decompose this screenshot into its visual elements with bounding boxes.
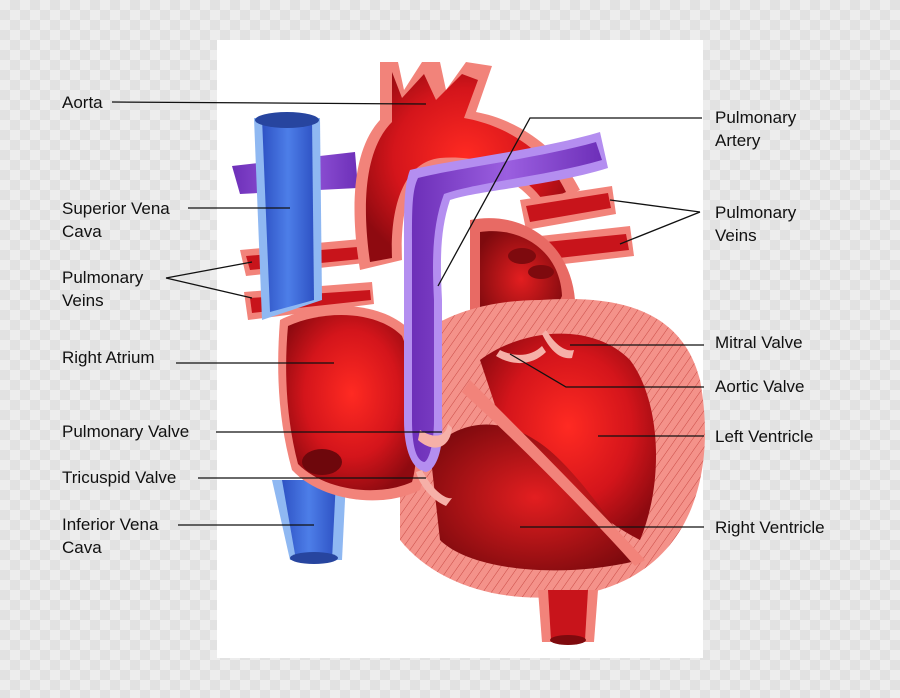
leader-aorta (111, 101, 427, 105)
leader-pulmonary-veins-left-2 (165, 277, 253, 299)
tricuspid-valve-shape (416, 470, 452, 506)
label-aortic-valve: Aortic Valve (715, 377, 805, 396)
label-pulmonary-veins-right-line2: Veins (715, 226, 757, 245)
label-pulmonary-artery-line1: Pulmonary (715, 108, 797, 127)
aortic-valve-shape (496, 346, 546, 364)
right-ventricle-cavity (430, 424, 640, 571)
label-pulmonary-veins-left-line1: Pulmonary (62, 268, 144, 287)
septum-shape (462, 380, 645, 566)
label-pulmonary-artery: Pulmonary Artery (715, 106, 796, 152)
leader-pulmonary-veins-right-2 (619, 211, 701, 245)
label-superior-vena-cava: Superior Vena Cava (62, 197, 170, 243)
leader-pulmonary-veins-left-1 (165, 261, 253, 279)
label-pulmonary-artery-line2: Artery (715, 131, 761, 150)
label-mitral-valve: Mitral Valve (715, 333, 803, 352)
label-pulmonary-valve: Pulmonary Valve (62, 422, 190, 441)
aorta-shape (354, 62, 580, 270)
right-atrium-shape (278, 306, 427, 501)
leader-lines (111, 101, 704, 528)
label-left-ventricle: Left Ventricle (715, 427, 814, 446)
mitral-valve-shape (542, 330, 574, 359)
leader-pulmonary-veins-right-1 (609, 199, 701, 213)
label-pulmonary-veins-left-line2: Veins (62, 291, 104, 310)
vena-cava-shape (254, 112, 346, 564)
label-aorta: Aorta (62, 93, 103, 112)
label-right-atrium: Right Atrium (62, 348, 155, 367)
label-inferior-vena-cava-line1: Inferior Vena (62, 515, 159, 534)
pulmonary-valve-shape (418, 424, 452, 448)
label-pulmonary-veins-left: Pulmonary Veins (62, 266, 143, 312)
label-inferior-vena-cava: Inferior Vena Cava (62, 513, 158, 559)
label-superior-vena-cava-line1: Superior Vena (62, 199, 170, 218)
leader-aortic-valve (509, 353, 704, 388)
label-pulmonary-veins-right-line1: Pulmonary (715, 203, 797, 222)
leader-pulmonary-artery (437, 117, 702, 287)
left-ventricle-cavity (480, 333, 657, 540)
label-right-ventricle: Right Ventricle (715, 518, 825, 537)
label-superior-vena-cava-line2: Cava (62, 222, 102, 241)
label-tricuspid-valve: Tricuspid Valve (62, 468, 177, 487)
label-inferior-vena-cava-line2: Cava (62, 538, 102, 557)
label-pulmonary-veins-right: Pulmonary Veins (715, 201, 796, 247)
right-pulmonary-veins-shape (520, 186, 634, 266)
